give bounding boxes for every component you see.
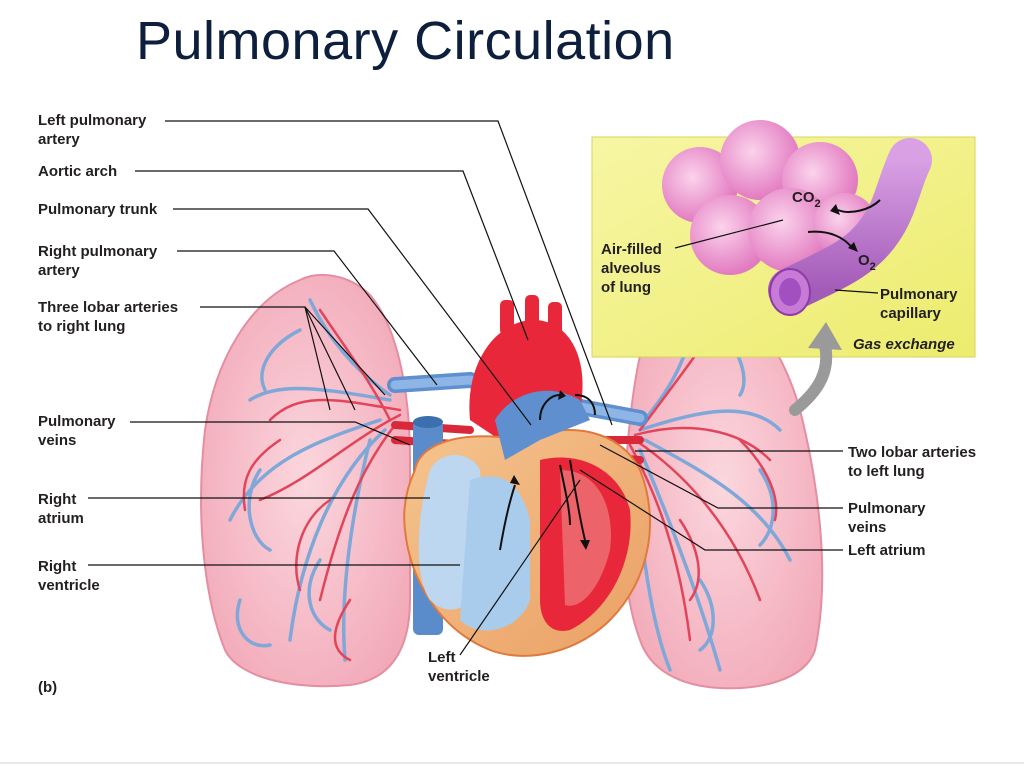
label-pulmonary-trunk: Pulmonary trunk (38, 201, 158, 218)
label-two-lobar-arteries: Two lobar arteries to left lung (848, 444, 977, 480)
label-pulmonary-capillary: Pulmonary capillary (880, 286, 958, 322)
alveolus-leader (674, 219, 784, 249)
panel-tag: (b) (38, 679, 58, 696)
label-three-lobar-arteries: Three lobar arteries to right lung (38, 299, 179, 335)
right-lung (200, 274, 411, 688)
co2-arrowhead (830, 204, 840, 215)
o2-arrow (807, 230, 853, 249)
flow-arrows (499, 394, 596, 551)
label-pulmonary-veins-left: Pulmonary veins (38, 413, 116, 449)
zoom-arrow (789, 339, 833, 416)
label-gas-exchange: Gas exchange (853, 336, 955, 353)
zoom-arrowhead (808, 322, 842, 350)
label-left-pulmonary-artery: Left pulmonary artery (38, 112, 147, 148)
leader-lines (88, 120, 843, 656)
alveolus-cluster (662, 120, 877, 275)
left-lung (622, 278, 824, 690)
capillary-leader (834, 289, 879, 294)
co2-arrow (837, 199, 881, 213)
label-pulmonary-veins-right: Pulmonary veins (848, 500, 926, 536)
page-title: Pulmonary Circulation (136, 11, 675, 71)
co2-label: CO2 (792, 189, 821, 210)
label-left-ventricle: Left ventricle (428, 649, 490, 685)
o2-label: O2 (858, 252, 876, 273)
footer-divider (0, 762, 1024, 764)
label-air-filled-alveolus: Air-filled alveolus of lung (601, 241, 662, 296)
gas-exchange-inset: CO2 O2 (591, 120, 976, 358)
flow-arrowheads (510, 390, 590, 550)
o2-arrowhead (848, 242, 858, 252)
heart (403, 390, 651, 657)
pulmonary-capillary-tube (768, 138, 932, 316)
label-left-atrium: Left atrium (848, 542, 926, 559)
label-aortic-arch: Aortic arch (38, 163, 118, 180)
label-right-pulmonary-artery: Right pulmonary artery (38, 243, 158, 279)
label-right-atrium: Right atrium (38, 491, 84, 527)
label-right-ventricle: Right ventricle (38, 558, 100, 594)
